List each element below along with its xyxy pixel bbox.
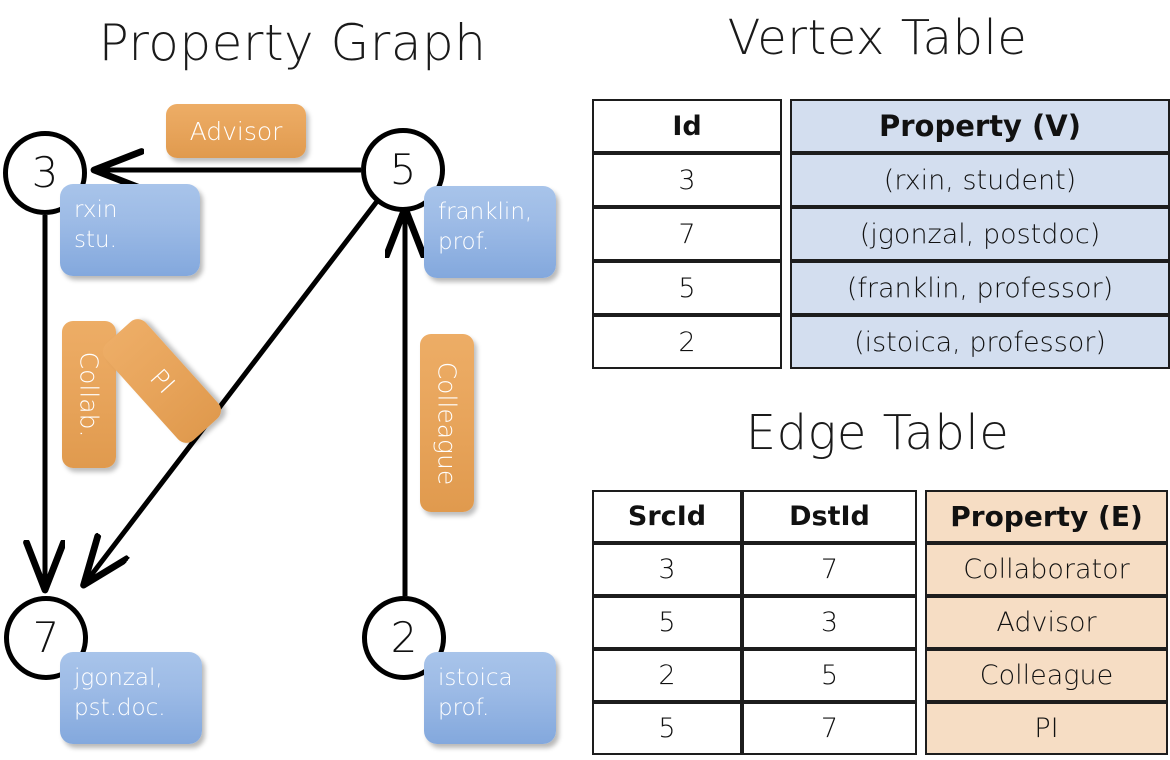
edge-label-colleague[interactable]: Colleague [420, 334, 474, 512]
table-row[interactable]: 5 7 PI [592, 702, 1168, 755]
table-row[interactable]: 5 3 Advisor [592, 596, 1168, 649]
vertex-property-box-2-line1: istoica [438, 665, 513, 691]
graph-node-3-label: 3 [31, 148, 59, 197]
vertex-table-col-property: Property (V) [790, 99, 1170, 153]
edge-table: SrcId DstId Property (E) 3 7 Collaborato… [592, 490, 1168, 755]
edge-table-cell-srcid: 5 [592, 702, 742, 755]
edge-table-column-gap [917, 649, 925, 702]
table-row[interactable]: 3 (rxin, student) [592, 153, 1170, 207]
vertex-table-column-gap [782, 99, 790, 153]
edge-label-colleague-text: Colleague [432, 361, 462, 485]
vertex-property-box-7-line2: pst.doc. [74, 695, 166, 722]
vertex-property-box-7-line1: jgonzal, [74, 665, 163, 691]
page-title-vertex-table: Vertex Table [727, 10, 1028, 66]
edge-table-cell-property: Advisor [925, 596, 1168, 649]
edge-5-to-7-pi [86, 198, 380, 582]
vertex-table-cell-property: (jgonzal, postdoc) [790, 207, 1170, 261]
vertex-property-box-3[interactable]: rxin stu. [60, 184, 200, 276]
edge-table-cell-property: PI [925, 702, 1168, 755]
vertex-table-header-row: Id Property (V) [592, 99, 1170, 153]
vertex-property-box-5[interactable]: franklin, prof. [424, 186, 556, 278]
vertex-table-column-gap [782, 261, 790, 315]
graph-node-2[interactable]: 2 [362, 596, 446, 680]
table-row[interactable]: 5 (franklin, professor) [592, 261, 1170, 315]
edge-table-cell-dstid: 7 [742, 543, 917, 596]
vertex-table-column-gap [782, 315, 790, 369]
edge-label-collab-text: Collab. [74, 351, 104, 438]
table-row[interactable]: 2 5 Colleague [592, 649, 1168, 702]
vertex-table-cell-property: (rxin, student) [790, 153, 1170, 207]
edge-table-col-property: Property (E) [925, 490, 1168, 543]
edge-label-advisor-text: Advisor [189, 116, 283, 146]
graph-node-2-label: 2 [390, 613, 418, 662]
vertex-table-cell-id: 5 [592, 261, 782, 315]
edge-table-header-row: SrcId DstId Property (E) [592, 490, 1168, 543]
property-graph-diagram: 3 5 7 2 rxin stu. franklin, prof. jgonza… [0, 0, 585, 744]
edge-table-cell-srcid: 5 [592, 596, 742, 649]
table-row[interactable]: 3 7 Collaborator [592, 543, 1168, 596]
edge-table-cell-property: Colleague [925, 649, 1168, 702]
edge-table-column-gap [917, 596, 925, 649]
vertex-property-box-2-line2: prof. [438, 695, 490, 722]
page-title-edge-table: Edge Table [745, 405, 1010, 461]
vertex-property-box-3-line2: stu. [74, 227, 117, 254]
graph-edges-layer [0, 0, 585, 596]
vertex-property-box-5-line1: franklin, [438, 199, 533, 225]
vertex-table-cell-id: 7 [592, 207, 782, 261]
edge-table-cell-dstid: 5 [742, 649, 917, 702]
table-row[interactable]: 7 (jgonzal, postdoc) [592, 207, 1170, 261]
vertex-property-box-7[interactable]: jgonzal, pst.doc. [60, 652, 202, 744]
edge-table-cell-dstid: 7 [742, 702, 917, 755]
edge-table-column-gap [917, 702, 925, 755]
vertex-table-column-gap [782, 153, 790, 207]
vertex-property-box-2[interactable]: istoica prof. [424, 652, 556, 744]
vertex-table-cell-property: (istoica, professor) [790, 315, 1170, 369]
vertex-table-column-gap [782, 207, 790, 261]
graph-node-5[interactable]: 5 [361, 128, 445, 212]
edge-table-column-gap [917, 490, 925, 543]
edge-table-column-gap [917, 543, 925, 596]
vertex-table-cell-property: (franklin, professor) [790, 261, 1170, 315]
vertex-table-cell-id: 3 [592, 153, 782, 207]
vertex-table-cell-id: 2 [592, 315, 782, 369]
table-row[interactable]: 2 (istoica, professor) [592, 315, 1170, 369]
edge-label-advisor[interactable]: Advisor [166, 104, 306, 158]
edge-table-cell-srcid: 3 [592, 543, 742, 596]
graph-node-5-label: 5 [389, 145, 417, 194]
edge-table-cell-property: Collaborator [925, 543, 1168, 596]
graph-node-7-label: 7 [32, 613, 60, 662]
vertex-property-box-3-line1: rxin [74, 197, 118, 223]
edge-label-pi-text: PI [143, 362, 181, 400]
edge-table-col-dstid: DstId [742, 490, 917, 543]
edge-table-col-srcid: SrcId [592, 490, 742, 543]
edge-table-cell-dstid: 3 [742, 596, 917, 649]
edge-table-cell-srcid: 2 [592, 649, 742, 702]
vertex-table-col-id: Id [592, 99, 782, 153]
vertex-table: Id Property (V) 3 (rxin, student) 7 (jgo… [592, 99, 1170, 369]
vertex-property-box-5-line2: prof. [438, 229, 490, 256]
page-title-property-graph: Property Graph [98, 14, 487, 72]
